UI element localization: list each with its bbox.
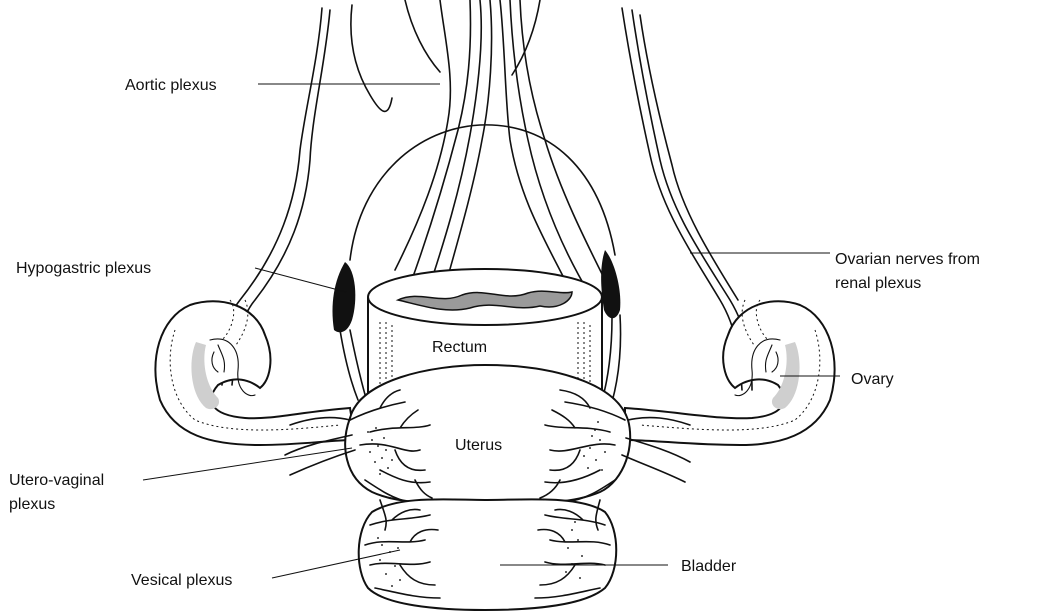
label-ovary: Ovary — [851, 371, 894, 388]
label-rectum: Rectum — [432, 339, 487, 356]
label-vesical-plexus: Vesical plexus — [131, 572, 232, 589]
leader-utero-vaginal — [143, 448, 352, 480]
bladder — [359, 499, 617, 610]
label-hypogastric-plexus: Hypogastric plexus — [16, 260, 151, 277]
arch-nerve — [350, 125, 615, 260]
label-utero-vaginal-line2: plexus — [9, 496, 55, 513]
label-ovarian-nerves-line1: Ovarian nerves from — [835, 251, 980, 268]
left-hypogastric-ganglion — [332, 262, 355, 332]
uterus — [285, 365, 690, 503]
label-ovarian-nerves-line2: renal plexus — [835, 275, 921, 292]
label-bladder: Bladder — [681, 558, 737, 575]
label-uterus: Uterus — [455, 437, 502, 454]
aortic-plexus-nerves — [351, 0, 605, 305]
right-hypogastric-ganglion — [601, 250, 620, 318]
label-aortic-plexus: Aortic plexus — [125, 77, 217, 94]
left-ovary — [155, 300, 355, 445]
label-utero-vaginal-line1: Utero-vaginal — [9, 472, 104, 489]
